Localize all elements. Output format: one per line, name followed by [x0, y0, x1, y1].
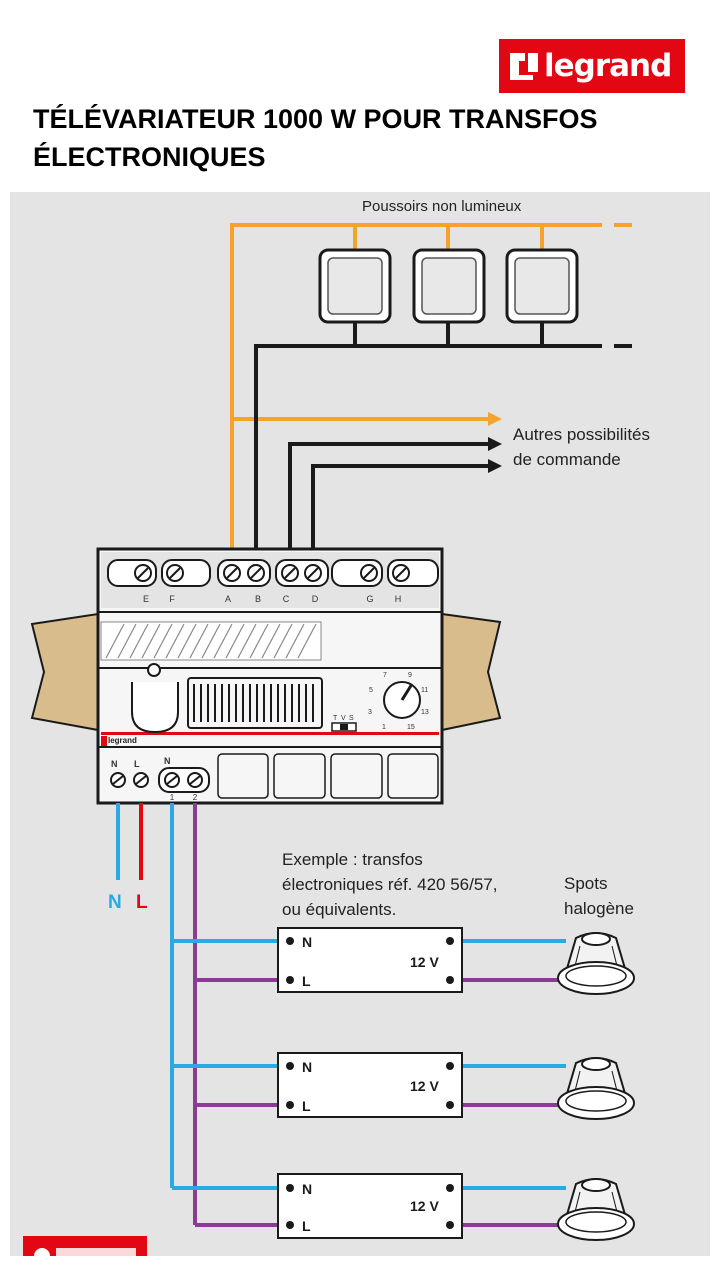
example-label-line-1: Exemple : transfos: [282, 850, 423, 869]
transformer-voltage: 12 V: [410, 1198, 439, 1214]
dimmer-brand-label: legrand: [108, 736, 137, 745]
page-title: TÉLÉVARIATEUR 1000 W POUR TRANSFOS ÉLECT…: [33, 104, 598, 172]
orange-wiring: [230, 223, 632, 549]
transformer-l-label: L: [302, 1218, 311, 1234]
terminal-label-L: L: [134, 759, 140, 769]
transformer-2: N L 12 V: [277, 1052, 463, 1118]
dial-number: 1: [382, 724, 386, 731]
terminal-label-H: H: [395, 594, 402, 604]
halogen-spot-icon: [557, 1057, 635, 1120]
top-terminal-F: F: [161, 559, 211, 604]
other-controls-label-line-1: Autres possibilités: [513, 425, 650, 444]
terminal-label-N: N: [111, 759, 118, 769]
dial-number: 9: [408, 672, 412, 679]
switch-label-T: T: [333, 715, 338, 722]
other-controls-label-line-2: de commande: [513, 450, 621, 469]
load-bus-wiring: [170, 803, 566, 1227]
transformer-3: N L 12 V: [277, 1173, 463, 1239]
top-terminal-H: H: [387, 559, 439, 604]
transformer-voltage: 12 V: [410, 954, 439, 970]
black-arrow-icon: [488, 437, 502, 451]
rotary-dial-icon: [383, 681, 421, 719]
cropped-lexic-badge: [23, 1236, 147, 1264]
switch-label-V: V: [341, 715, 346, 722]
pushbutton-1: [318, 248, 392, 324]
dial-number: 11: [421, 687, 428, 694]
terminal-label-F: F: [169, 594, 175, 604]
transformer-n-label: N: [302, 1181, 312, 1197]
orange-arrow-icon: [488, 412, 502, 426]
halogen-spot-icon: [557, 932, 635, 995]
live-label: L: [136, 892, 148, 913]
dial-number: 3: [368, 709, 372, 716]
legrand-logo: legrand: [499, 39, 685, 93]
wiring-diagram-svg: Poussoirs non lumineux Autres possibil: [23, 198, 650, 1264]
dial-number: 15: [407, 724, 415, 731]
dial-number: 5: [369, 687, 373, 694]
example-label-line-2: électroniques réf. 420 56/57,: [282, 875, 497, 894]
spots-label-line-2: halogène: [564, 899, 634, 918]
terminal-label-N-load: N: [164, 756, 171, 766]
top-terminal-AB: A B: [217, 559, 271, 604]
heatsink-grill: [187, 677, 323, 729]
terminal-label-C: C: [283, 594, 290, 604]
transformer-1: N L 12 V: [277, 927, 463, 993]
terminal-label-D: D: [312, 594, 319, 604]
pushbuttons-label: Poussoirs non lumineux: [362, 198, 522, 215]
din-rail: [30, 612, 502, 732]
black-arrow-icon: [488, 459, 502, 473]
brand-name: legrand: [544, 48, 672, 84]
dial-number: 13: [421, 709, 429, 716]
transformer-l-label: L: [302, 973, 311, 989]
transformer-n-label: N: [302, 1059, 312, 1075]
terminal-label-2: 2: [193, 793, 198, 802]
pushbutton-2: [412, 248, 486, 324]
terminal-label-1: 1: [170, 793, 175, 802]
dial-number: 7: [383, 672, 387, 679]
legrand-logo-mark-icon: [510, 53, 538, 80]
mode-switch: T V S: [331, 715, 357, 732]
dial-scale: 1 3 5 7 9 11 13 15: [368, 672, 429, 731]
bottom-terminals: N L N 1 2: [110, 753, 439, 802]
terminal-label-B: B: [255, 594, 261, 604]
switch-label-S: S: [349, 715, 354, 722]
transformer-l-label: L: [302, 1098, 311, 1114]
top-terminal-CD: C D: [275, 559, 329, 604]
terminal-label-G: G: [366, 594, 373, 604]
neutral-label: N: [108, 892, 122, 913]
pushbutton-3: [505, 248, 579, 324]
terminal-label-A: A: [225, 594, 231, 604]
top-terminal-E: E: [107, 559, 157, 604]
transformer-voltage: 12 V: [410, 1078, 439, 1094]
wiring-diagram: Poussoirs non lumineux Autres possibil: [10, 192, 710, 1264]
example-label-line-3: ou équivalents.: [282, 900, 396, 919]
halogen-spot-icon: [557, 1178, 635, 1241]
black-wiring: [254, 322, 632, 549]
spots-label-line-1: Spots: [564, 874, 607, 893]
terminal-label-E: E: [143, 594, 149, 604]
top-terminal-G: G: [331, 559, 383, 604]
transformer-n-label: N: [302, 934, 312, 950]
dimmer-face-button: [131, 663, 179, 734]
